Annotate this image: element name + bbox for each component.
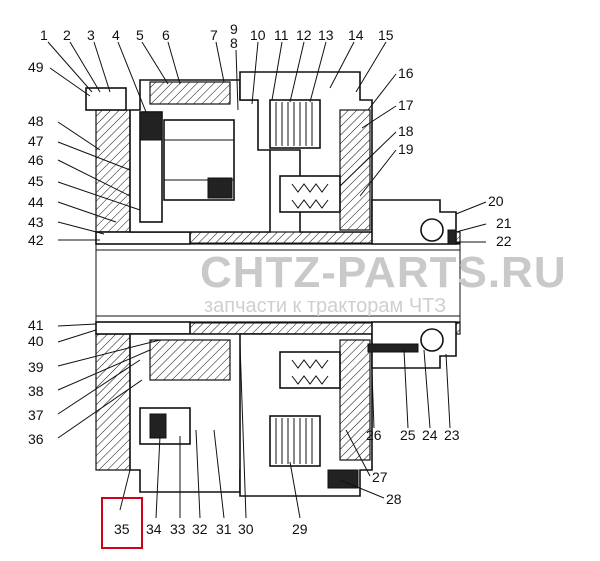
friction-discs-lower [269, 415, 321, 467]
callout-17[interactable]: 17 [398, 97, 414, 113]
callout-24[interactable]: 24 [422, 427, 438, 443]
bolt-head-top [85, 87, 127, 111]
watermark-main: CHTZ-PARTS.RU [200, 248, 567, 297]
output-hub-upper [371, 199, 457, 245]
bearing-ball-lower [420, 328, 444, 352]
callout-43[interactable]: 43 [28, 214, 44, 230]
callout-4[interactable]: 4 [112, 27, 120, 43]
callout-46[interactable]: 46 [28, 152, 44, 168]
callout-15[interactable]: 15 [378, 27, 394, 43]
callout-40[interactable]: 40 [28, 333, 44, 349]
drawing-body [85, 71, 461, 497]
callout-42[interactable]: 42 [28, 232, 44, 248]
callout-3[interactable]: 3 [87, 27, 95, 43]
callout-35[interactable]: 35 [114, 521, 130, 537]
callout-33[interactable]: 33 [170, 521, 186, 537]
left-cover-lower [95, 333, 131, 471]
bearing-ball-upper [420, 218, 444, 242]
callout-11[interactable]: 11 [274, 27, 289, 43]
callout-45[interactable]: 45 [28, 173, 44, 189]
seal-ring-lower [95, 321, 191, 335]
callout-7[interactable]: 7 [210, 27, 218, 43]
callout-41[interactable]: 41 [28, 317, 44, 333]
callout-1[interactable]: 1 [40, 27, 48, 43]
spring-lower [291, 359, 329, 369]
callout-31[interactable]: 31 [216, 521, 232, 537]
highlight-box[interactable] [101, 497, 143, 549]
callout-26[interactable]: 26 [366, 427, 382, 443]
watermark-sub: запчасти к тракторам ЧТЗ [204, 295, 446, 317]
spring-housing-upper [279, 175, 341, 213]
callout-49[interactable]: 49 [28, 59, 44, 75]
left-cover-upper [95, 109, 131, 233]
callout-12[interactable]: 12 [296, 27, 312, 43]
friction-discs-upper [269, 99, 321, 149]
callout-20[interactable]: 20 [488, 193, 504, 209]
bearing-upper [207, 177, 233, 199]
carrier-lower [149, 339, 231, 381]
seal-ring-upper [95, 231, 191, 245]
pin-head-lower [149, 413, 167, 439]
callout-19[interactable]: 19 [398, 141, 414, 157]
snap-ring-upper [447, 229, 457, 245]
callout-29[interactable]: 29 [292, 521, 308, 537]
piston-lower [339, 339, 371, 461]
callout-6[interactable]: 6 [162, 27, 170, 43]
callout-38[interactable]: 38 [28, 383, 44, 399]
spring-housing-lower [279, 351, 341, 389]
callout-47[interactable]: 47 [28, 133, 44, 149]
callout-37[interactable]: 37 [28, 407, 44, 423]
callout-25[interactable]: 25 [400, 427, 416, 443]
callout-2[interactable]: 2 [63, 27, 71, 43]
callout-30[interactable]: 30 [238, 521, 254, 537]
callout-32[interactable]: 32 [192, 521, 208, 537]
callouts: 1 2 3 4 5 6 7 8 9 10 11 12 13 14 15 16 1… [28, 21, 512, 537]
piston-upper [339, 109, 371, 231]
callout-39[interactable]: 39 [28, 359, 44, 375]
callout-5[interactable]: 5 [136, 27, 144, 43]
callout-8[interactable]: 8 [230, 35, 238, 51]
callout-34[interactable]: 34 [146, 521, 162, 537]
callout-16[interactable]: 16 [398, 65, 414, 81]
callout-27[interactable]: 27 [372, 469, 388, 485]
callout-28[interactable]: 28 [386, 491, 402, 507]
callout-23[interactable]: 23 [444, 427, 460, 443]
callout-13[interactable]: 13 [318, 27, 334, 43]
callout-18[interactable]: 18 [398, 123, 414, 139]
callout-48[interactable]: 48 [28, 113, 44, 129]
callout-14[interactable]: 14 [348, 27, 364, 43]
bearing-left-upper [139, 111, 163, 141]
seal-lower [367, 343, 419, 353]
callout-44[interactable]: 44 [28, 194, 44, 210]
ring-gear-upper [149, 81, 231, 105]
callout-36[interactable]: 36 [28, 431, 44, 447]
callout-10[interactable]: 10 [250, 27, 266, 43]
leader-lines [47, 41, 487, 519]
plug-lower [327, 469, 359, 489]
callout-21[interactable]: 21 [496, 215, 512, 231]
callout-9[interactable]: 9 [230, 21, 238, 37]
callout-22[interactable]: 22 [496, 233, 512, 249]
spring-upper [291, 183, 329, 193]
